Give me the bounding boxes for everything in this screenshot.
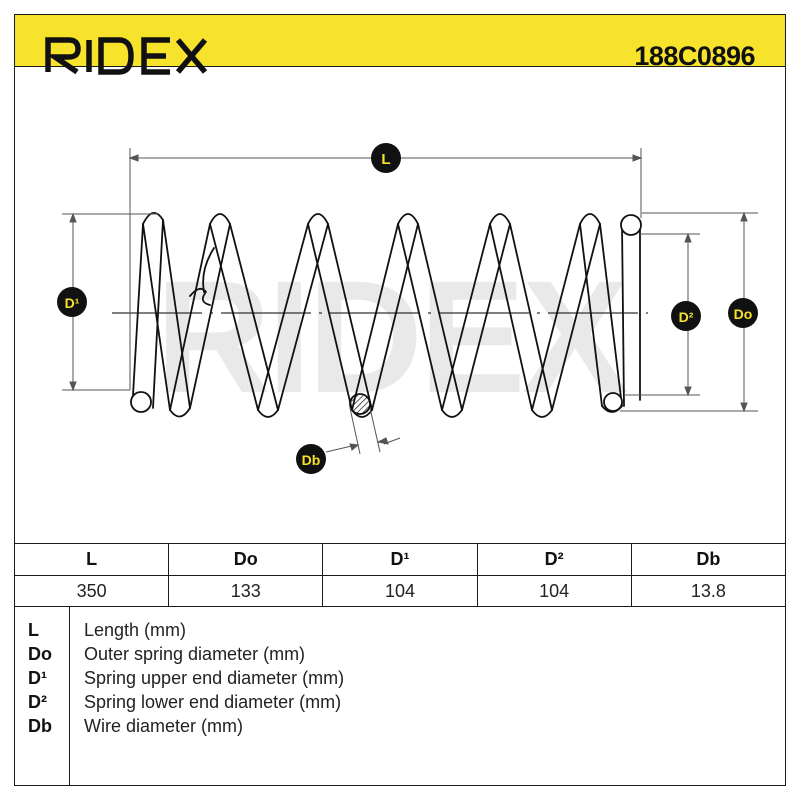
specs-header-cell: Db: [630, 543, 787, 576]
legend-symbol: D¹: [28, 668, 47, 688]
legend-symbol: D²: [28, 692, 47, 712]
specs-value-cell: 133: [168, 575, 324, 607]
specs-value-row: 350 133 104 104 13.8: [13, 575, 787, 607]
specs-value-cell: 104: [476, 575, 632, 607]
specs-header-cell: L: [13, 543, 170, 576]
legend: L Length (mm) Do Outer spring diameter (…: [14, 606, 786, 786]
specs-header-cell: Do: [168, 543, 324, 576]
legend-description: Spring upper end diameter (mm): [84, 668, 345, 688]
legend-symbol: L: [28, 620, 39, 640]
legend-description: Spring lower end diameter (mm): [84, 692, 342, 712]
legend-divider: [69, 606, 70, 786]
legend-description: Outer spring diameter (mm): [84, 644, 306, 664]
header-bar: 188C0896: [14, 14, 786, 75]
specs-header-cell: D²: [476, 543, 632, 576]
specs-header-cell: D¹: [322, 543, 478, 576]
legend-symbol: Db: [28, 716, 52, 736]
specs-table: L Do D¹ D² Db 350 133 104 104 13.8: [13, 543, 787, 607]
specs-value-cell: 13.8: [630, 575, 787, 607]
legend-description: Wire diameter (mm): [84, 716, 244, 736]
legend-symbol: Do: [28, 644, 52, 664]
specs-value-cell: 350: [13, 575, 170, 607]
specs-value-cell: 104: [322, 575, 478, 607]
part-number: 188C0896: [634, 41, 755, 71]
ridex-logo: [45, 37, 208, 75]
legend-description: Length (mm): [84, 620, 187, 640]
specs-header-row: L Do D¹ D² Db: [13, 543, 787, 576]
